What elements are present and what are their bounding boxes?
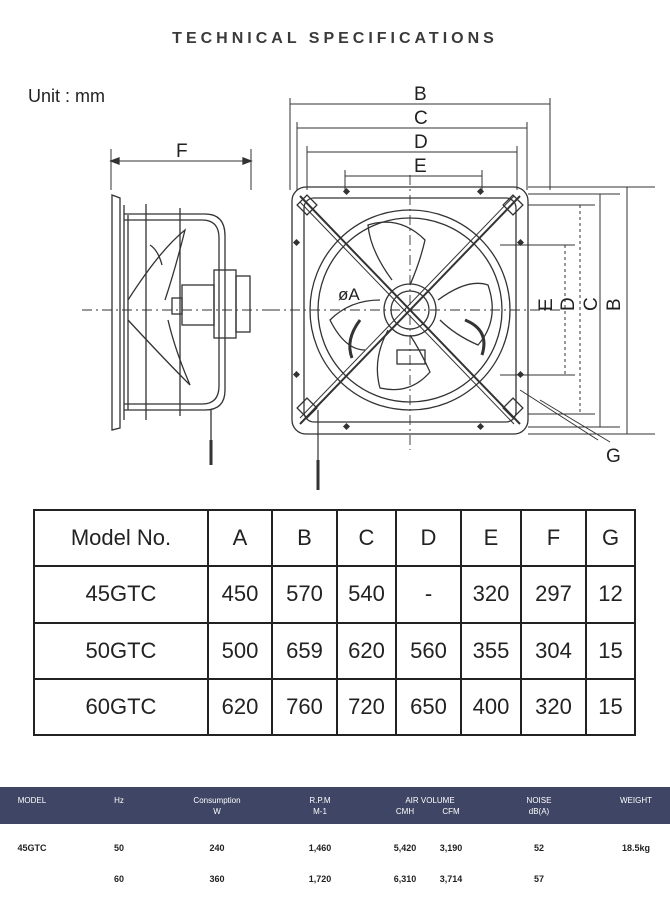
table-cell: 320	[520, 677, 587, 737]
table-cell: 355	[460, 621, 522, 680]
table-cell: 659	[271, 621, 338, 680]
header-cell: E	[460, 508, 522, 568]
table-header-row: Model No. A B C D E F G	[33, 508, 636, 568]
label-g: G	[606, 446, 621, 467]
header-cell: Model No.	[33, 508, 209, 568]
table-cell: 560	[395, 621, 462, 680]
label-top-b: B	[414, 84, 427, 105]
header-noise-unit: dB(A)	[528, 807, 550, 816]
label-top-d: D	[414, 132, 428, 153]
table-cell: 400	[460, 677, 522, 737]
performance-header-band: MODEL Hz Consumption W R.P.M M-1 AIR VOL…	[0, 787, 670, 824]
table-cell: 620	[207, 677, 273, 737]
row-hz: 50	[113, 843, 124, 853]
row-noise: 52	[533, 843, 544, 853]
header-model: MODEL	[17, 796, 47, 805]
header-consumption-unit: W	[213, 807, 221, 816]
header-cmh: CMH	[395, 807, 415, 816]
dimension-table: Model No. A B C D E F G 45GTC 450 570 54…	[33, 508, 636, 737]
label-dia-a: øA	[338, 285, 360, 304]
row-cfm: 3,190	[439, 843, 463, 853]
header-cell: A	[207, 508, 273, 568]
label-right-b: B	[604, 298, 625, 311]
label-right-e: E	[536, 298, 557, 311]
table-cell: 450	[207, 565, 273, 624]
table-cell: 570	[271, 565, 338, 624]
row-hz: 60	[113, 874, 124, 884]
row-noise: 57	[533, 874, 544, 884]
row-cmh: 5,420	[393, 843, 417, 853]
row-model: 45GTC	[17, 843, 47, 853]
table-row: 50GTC 500 659 620 560 355 304 15	[33, 621, 636, 680]
header-rpm: R.P.M	[309, 796, 331, 805]
row-consumption: 240	[209, 843, 225, 853]
table-cell: -	[395, 565, 462, 624]
table-cell: 297	[520, 565, 587, 624]
header-noise: NOISE	[526, 796, 552, 805]
side-view	[82, 149, 270, 465]
page-title: TECHNICAL SPECIFICATIONS	[172, 30, 498, 47]
label-right-d: D	[558, 297, 579, 311]
table-cell: 15	[585, 621, 636, 680]
row-consumption: 360	[209, 874, 225, 884]
header-cfm: CFM	[442, 807, 460, 816]
row-cfm: 3,714	[439, 874, 463, 884]
row-rpm: 1,720	[308, 874, 332, 884]
header-hz: Hz	[114, 796, 124, 805]
table-cell: 320	[460, 565, 522, 624]
table-cell: 500	[207, 621, 273, 680]
label-top-c: C	[414, 108, 428, 129]
row-rpm: 1,460	[308, 843, 332, 853]
table-cell: 15	[585, 677, 636, 737]
table-row: 45GTC 450 570 540 - 320 297 12	[33, 565, 636, 624]
table-cell: 50GTC	[33, 621, 209, 680]
fan-technical-drawing: F B C D E øA G E D C B	[82, 84, 655, 490]
front-view	[270, 98, 655, 490]
table-cell: 650	[395, 677, 462, 737]
table-cell: 304	[520, 621, 587, 680]
table-cell: 12	[585, 565, 636, 624]
header-cell: F	[520, 508, 587, 568]
label-right-c: C	[581, 297, 602, 311]
header-cell: G	[585, 508, 636, 568]
label-top-e: E	[414, 156, 427, 177]
label-f: F	[176, 141, 188, 162]
header-consumption: Consumption	[193, 796, 241, 805]
table-cell: 60GTC	[33, 677, 209, 737]
header-air-volume: AIR VOLUME	[405, 796, 455, 805]
table-cell: 540	[336, 565, 397, 624]
table-cell: 45GTC	[33, 565, 209, 624]
header-cell: B	[271, 508, 338, 568]
row-cmh: 6,310	[393, 874, 417, 884]
unit-label: Unit : mm	[28, 86, 106, 106]
header-rpm-unit: M-1	[313, 807, 327, 816]
header-cell: C	[336, 508, 397, 568]
header-weight: WEIGHT	[620, 796, 652, 805]
table-cell: 760	[271, 677, 338, 737]
table-cell: 720	[336, 677, 397, 737]
table-row: 60GTC 620 760 720 650 400 320 15	[33, 677, 636, 737]
row-weight: 18.5kg	[621, 843, 651, 853]
header-cell: D	[395, 508, 462, 568]
table-cell: 620	[336, 621, 397, 680]
